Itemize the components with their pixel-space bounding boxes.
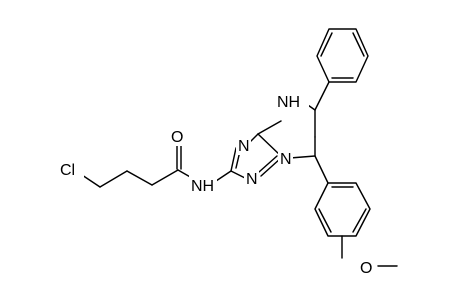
ring-n-label-bg [278,148,293,168]
ring-n-label: N [280,151,292,168]
bond-c7-aryl [314,155,329,184]
chlorine-atom-label: Cl [60,162,75,179]
triazole-n1-label: N [238,138,250,155]
amide-nh-label-bg [189,175,217,195]
bond-triazole-n4-n5 [260,157,282,177]
bond-c7-n4 [289,155,316,159]
phenyl-double-2 [352,32,365,57]
bond-network [78,28,398,267]
triazole-n2-label-bg [244,168,259,188]
ring-nh-label-bg [276,91,309,111]
o-carbonyl-label-bg [170,126,186,146]
cl-label-bg [60,159,84,179]
carbonyl-oxygen-label: O [171,129,183,146]
methoxyphenyl-ring [314,182,371,237]
phenyl-ring [316,28,369,83]
triazole-n1-label-bg [236,135,251,155]
bond-triazole-c3a-n4 [257,133,282,157]
bond-amide-triazole [215,170,232,182]
methoxy-o-label-bg [358,257,376,277]
ring-nh-label: NH [277,94,300,111]
bond-chain-2 [126,170,153,186]
phenyl-double-1 [320,32,333,57]
methoxyphenyl-double-3 [352,208,367,233]
bond-triazole-n4-n5-double [258,155,278,173]
bond-chain-3 [151,169,179,186]
methoxy-oxygen-label: O [360,260,372,277]
atom-labels: Cl O NH N N N NH O [60,91,376,277]
bond-chain-1 [99,170,128,188]
triazole-n2-label: N [246,171,258,188]
bond-c5-phenyl [314,81,330,111]
bond-triazole-c2-n1 [230,147,237,172]
bond-c3a-nh [257,120,282,135]
amide-nh-label: NH [191,178,214,195]
methoxyphenyl-double-2 [318,208,332,233]
